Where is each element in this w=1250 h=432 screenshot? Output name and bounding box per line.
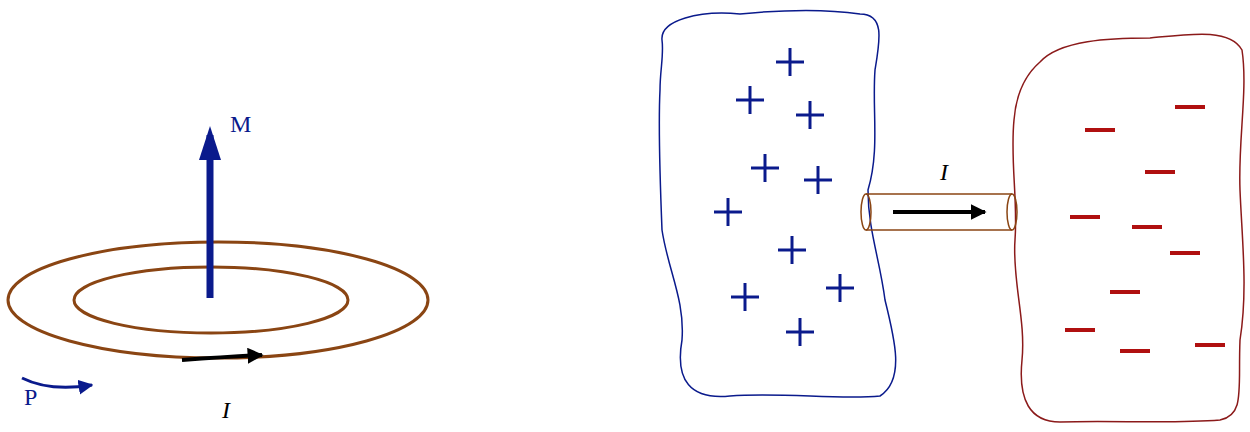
current-arrow [893, 210, 985, 214]
moment-arrowhead [199, 126, 221, 160]
positive-charge [809, 101, 812, 129]
negative-charge [1120, 349, 1150, 353]
positive-charge [744, 283, 747, 311]
positive-charge [839, 274, 842, 302]
positive-charge [817, 166, 820, 194]
negative-charge [1070, 215, 1100, 219]
momentum-label: P [24, 385, 37, 409]
current-label: I [940, 160, 948, 184]
positive-body [659, 10, 896, 397]
negative-body [1013, 34, 1244, 422]
negative-charge [1195, 343, 1225, 347]
positive-charge [764, 154, 767, 182]
negative-charge [1110, 290, 1140, 294]
negative-charge [1085, 128, 1115, 132]
outer-ring [8, 242, 428, 358]
current-arrow [182, 355, 262, 360]
positive-charge [799, 318, 802, 346]
negative-charge [1170, 251, 1200, 255]
wire-end [1007, 194, 1017, 230]
wire-end [861, 194, 871, 230]
wire-tube [866, 229, 1012, 231]
positive-charge [749, 86, 752, 114]
positive-charge [789, 48, 792, 76]
negative-charge [1175, 105, 1205, 109]
wire-tube [866, 193, 1012, 195]
current-label: I [222, 398, 230, 422]
positive-charge [791, 236, 794, 264]
positive-charge [727, 198, 730, 226]
moment-label: M [230, 112, 251, 136]
negative-charge [1065, 328, 1095, 332]
negative-charge [1145, 170, 1175, 174]
negative-charge [1132, 225, 1162, 229]
